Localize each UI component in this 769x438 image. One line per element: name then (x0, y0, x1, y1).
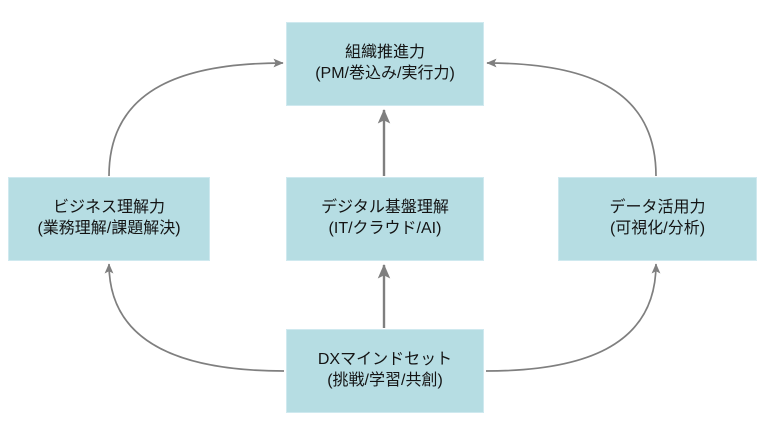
node-subtitle: (IT/クラウド/AI) (328, 220, 442, 237)
node-business-understanding[interactable]: ビジネス理解力 (業務理解/課題解決) (8, 177, 210, 261)
arc-right-to-top (486, 58, 657, 177)
node-dx-mindset[interactable]: DXマインドセット (挑戦/学習/共創) (286, 329, 484, 413)
node-data-utilization[interactable]: データ活用力 (可視化/分析) (558, 177, 757, 261)
node-subtitle: (PM/巻込み/実行力) (315, 65, 455, 82)
node-digital-foundation-understanding[interactable]: デジタル基盤理解 (IT/クラウド/AI) (286, 177, 484, 261)
arc-bottom-to-left (104, 263, 285, 372)
arc-left-to-top (108, 58, 284, 177)
node-title: データ活用力 (609, 199, 706, 217)
node-organizational-drive[interactable]: 組織推進力 (PM/巻込み/実行力) (286, 22, 484, 106)
node-subtitle: (業務理解/課題解決) (37, 220, 181, 237)
node-title: 組織推進力 (344, 44, 425, 62)
arc-bottom-to-right (485, 263, 661, 372)
node-subtitle: (挑戦/学習/共創) (327, 372, 443, 389)
node-subtitle: (可視化/分析) (609, 220, 706, 237)
node-title: DXマインドセット (317, 351, 453, 369)
node-title: ビジネス理解力 (52, 199, 165, 217)
node-title: デジタル基盤理解 (321, 199, 449, 217)
